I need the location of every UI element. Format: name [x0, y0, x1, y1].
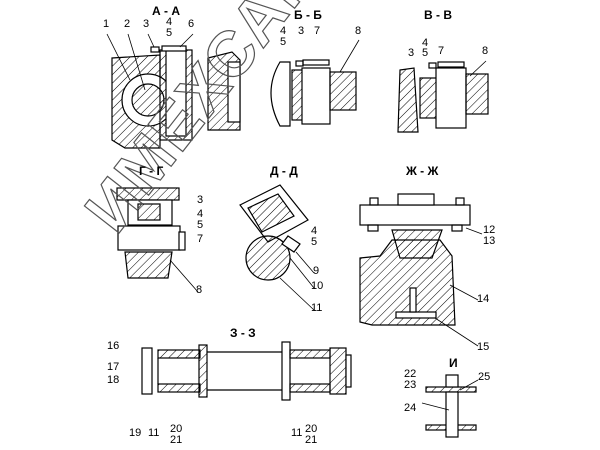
callout: 5: [280, 36, 287, 48]
callout: 19: [129, 427, 142, 439]
callout: 3: [197, 194, 204, 206]
callout: 5: [166, 27, 173, 39]
callout: 7: [197, 233, 204, 245]
callout: 2: [124, 18, 131, 30]
callout: 15: [477, 341, 490, 353]
callout: 4: [197, 208, 204, 220]
callout: 13: [483, 235, 496, 247]
section-title-dd: Д - Д: [270, 164, 298, 178]
callout: 6: [188, 18, 195, 30]
callout: 4: [280, 25, 287, 37]
callout: 20: [305, 423, 318, 435]
callout: 3: [408, 47, 415, 59]
section-aa-drawing: [111, 45, 241, 149]
callout: 4: [311, 225, 318, 237]
callout: 23: [404, 379, 417, 391]
leader-lines: [106, 33, 487, 411]
callout: 5: [311, 236, 318, 248]
callout: 11: [311, 302, 323, 314]
callout: 16: [107, 340, 120, 352]
callout: 10: [311, 280, 324, 292]
section-title-i: И: [449, 356, 458, 370]
section-vv-drawing: [397, 61, 489, 133]
section-dd-drawing: [239, 184, 309, 281]
section-title-gg: Г - Г: [139, 164, 164, 178]
callout: 8: [355, 25, 362, 37]
callout: 5: [422, 47, 429, 59]
callout: 4: [166, 16, 173, 28]
callout: 18: [107, 374, 120, 386]
callout: 1: [103, 18, 110, 30]
section-title-zz: З - З: [230, 326, 256, 340]
callout: 9: [313, 265, 320, 277]
callout: 21: [170, 434, 183, 446]
callout: 11: [148, 427, 160, 439]
section-gg-drawing: [116, 187, 186, 279]
callout: 8: [196, 284, 203, 296]
callout: 7: [438, 45, 445, 57]
callout: 3: [143, 18, 150, 30]
callout: 11: [291, 427, 303, 439]
section-bb-drawing: [270, 59, 357, 127]
callout: 14: [477, 293, 490, 305]
callout: 25: [478, 371, 491, 383]
section-title-bb: Б - Б: [294, 8, 322, 22]
callout: 24: [404, 402, 417, 414]
callout: 22: [404, 368, 417, 380]
section-zz-drawing: [141, 341, 352, 401]
section-i-drawing: [425, 374, 477, 438]
section-title-zhzh: Ж - Ж: [406, 164, 439, 178]
callout: 3: [298, 25, 305, 37]
callout: 12: [483, 224, 496, 236]
callout: 20: [170, 423, 183, 435]
section-title-vv: В - В: [424, 8, 452, 22]
callout: 17: [107, 361, 120, 373]
callout: 8: [482, 45, 489, 57]
callout: 4: [422, 37, 429, 49]
callout: 7: [314, 25, 321, 37]
callout: 21: [305, 434, 318, 446]
section-zhzh-drawing: [359, 193, 471, 326]
callout: 5: [197, 219, 204, 231]
section-title-aa: А - А: [152, 4, 180, 18]
